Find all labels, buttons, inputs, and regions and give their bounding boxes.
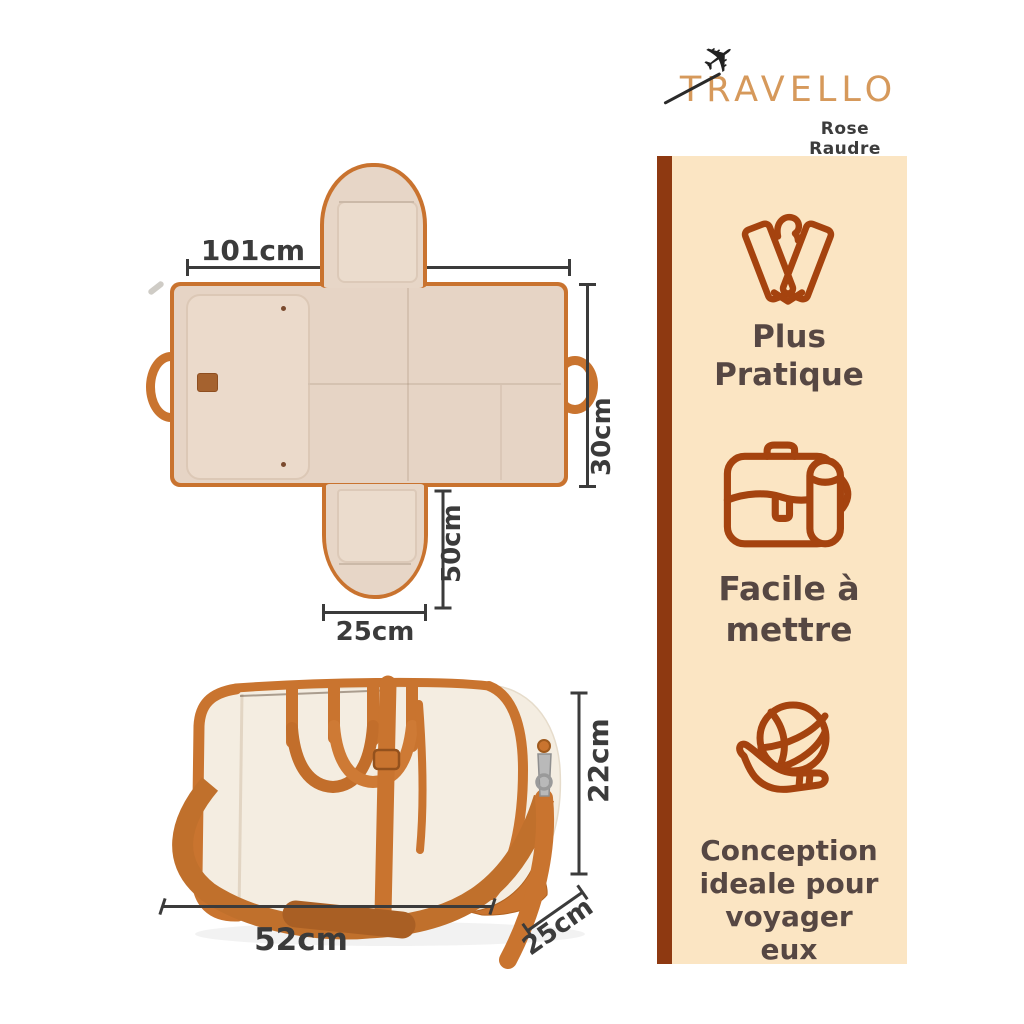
duffel-thin-strap	[415, 700, 427, 854]
unfolded-bag-top-flap	[320, 163, 427, 288]
tick	[434, 606, 452, 610]
zipper-line	[308, 383, 561, 385]
tick	[186, 259, 189, 276]
feature-label-facile-a-mettre: Facile à mettre	[718, 569, 860, 649]
dim-label-101cm: 101cm	[200, 234, 306, 267]
bottom-flap-inner	[326, 484, 424, 595]
fold-seam	[500, 385, 502, 480]
shoulder-strap-tail	[499, 789, 555, 969]
brand-tagline: Rose Raudre	[809, 119, 881, 159]
duffel-bag-photo	[172, 675, 585, 969]
duffel-handle-front	[328, 720, 418, 789]
feature-label-conception: Conception ideale pour voyager eux	[699, 834, 879, 966]
tick	[579, 485, 596, 488]
duffel-center-strap	[374, 675, 397, 923]
bottom-flap-panel	[337, 489, 417, 563]
dim-label-22cm: 22cm	[582, 718, 615, 803]
shoulder-strap-pad	[282, 900, 416, 939]
tick	[424, 604, 427, 621]
unfolded-bag-pocket-panel	[186, 294, 310, 480]
globe-in-hand-icon	[736, 701, 830, 793]
snap-dot	[281, 306, 286, 311]
duffel-handle-back	[286, 720, 379, 794]
snap-dot	[281, 462, 286, 467]
tick	[434, 489, 452, 493]
tick	[570, 872, 588, 876]
hanging-garment-icon	[741, 213, 835, 305]
tick	[322, 604, 325, 621]
strap-knob	[537, 739, 551, 753]
metal-ring	[535, 773, 553, 791]
top-flap-inner	[324, 167, 423, 288]
unfolded-bag-bottom-flap	[322, 484, 428, 599]
dim-label-25cm-flap: 25cm	[335, 617, 415, 647]
dim-label-30cm: 30cm	[587, 397, 617, 476]
briefcase-icon	[723, 441, 852, 548]
zipper-pull	[147, 280, 165, 296]
tick	[568, 259, 571, 276]
strap-buckle	[372, 748, 401, 771]
dim-line-52cm	[158, 897, 497, 916]
unfolded-bag-inner	[174, 286, 564, 483]
leather-patch	[197, 373, 218, 392]
tick	[570, 691, 588, 695]
fold-seam	[407, 288, 409, 481]
feature-label-plus-pratique: Plus Pratique	[714, 319, 864, 393]
top-flap-panel	[337, 201, 418, 283]
dim-label-52cm: 52cm	[254, 922, 348, 958]
dim-label-50cm: 50cm	[437, 504, 467, 583]
dim-line-25cm-flap	[322, 604, 427, 621]
bottom-flap-zipper	[339, 563, 411, 565]
panel-accent-bar	[657, 156, 672, 964]
tick	[579, 283, 596, 286]
top-flap-zipper	[339, 201, 414, 203]
unfolded-bag-body	[170, 282, 568, 487]
brand-logo: TRAVELLO	[679, 70, 898, 110]
feature-panel: Plus Pratique Facile à mettre	[672, 156, 907, 966]
